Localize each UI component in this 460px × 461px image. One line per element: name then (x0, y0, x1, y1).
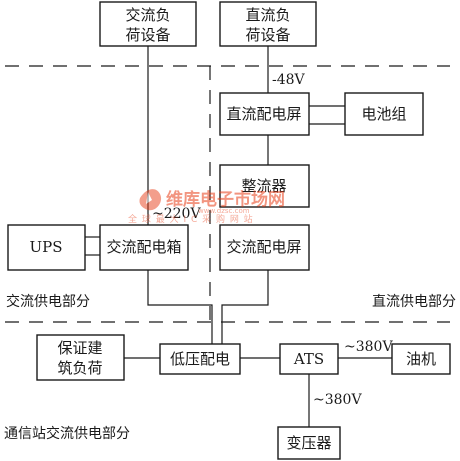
generator-text: 油机 (406, 350, 436, 368)
dc-load-text-1: 直流负 (245, 6, 290, 24)
dc-panel-text: 直流配电屏 (226, 105, 301, 123)
section-dividers (5, 65, 450, 323)
dc-load-text-2: 荷设备 (245, 26, 290, 44)
rectifier-box (219, 164, 310, 208)
battery-box (344, 92, 424, 136)
ups-box (7, 224, 86, 271)
section-labels: 交流供电部分 直流供电部分 通信站交流供电部分 (4, 293, 456, 442)
ac-dist-box (99, 224, 189, 271)
transformer-text: 变压器 (286, 434, 331, 452)
ats-text: ATS (293, 350, 324, 368)
ac-panel-to-lv-line (221, 270, 269, 345)
ac-load-text-1: 交流负 (125, 6, 170, 24)
ups-text: UPS (29, 238, 62, 256)
ac-dist-box-text: 交流配电箱 (106, 238, 181, 256)
rectifier-text: 整流器 (241, 177, 286, 195)
watermark-main: 维库电子市场网 (166, 189, 285, 210)
watermark: 维库电子市场网 全 球 最 大 I C 采 购 网 站 www.dzsc.com (128, 189, 285, 225)
lv-dist-box (159, 343, 241, 375)
ac-load-box (99, 1, 197, 47)
ac-voltage-label: ~220V (152, 206, 201, 222)
building-load-text-1: 保证建 (57, 339, 102, 357)
trans-voltage-label: ~380V (313, 392, 362, 408)
ac-supply-label: 交流供电部分 (6, 293, 90, 310)
battery-text: 电池组 (361, 105, 406, 123)
watermark-sub: 全 球 最 大 I C 采 购 网 站 (128, 213, 254, 225)
ats-box (279, 343, 339, 375)
gen-voltage-label: ~380V (344, 339, 393, 355)
building-load-text-2: 筑负荷 (57, 359, 102, 377)
building-load-box (36, 334, 125, 381)
ac-dist-panel-text: 交流配电屏 (226, 238, 301, 256)
ac-dist-panel-box (219, 224, 310, 271)
voltage-labels: -48V ~220V ~380V ~380V (152, 72, 393, 408)
box-labels: 交流负 荷设备 直流负 荷设备 直流配电屏 电池组 整流器 UPS 交流配电箱 … (29, 6, 436, 452)
generator-box (391, 343, 451, 375)
boxes (7, 1, 451, 460)
station-ac-label: 通信站交流供电部分 (4, 425, 130, 442)
ac-box-to-lv-line (147, 270, 213, 345)
ac-load-text-2: 荷设备 (125, 26, 170, 44)
dc-voltage-label: -48V (272, 72, 306, 88)
watermark-url: www.dzsc.com (198, 207, 250, 215)
dc-panel-box (219, 92, 310, 136)
dc-load-box (219, 1, 317, 47)
transformer-box (277, 426, 341, 460)
lv-dist-text: 低压配电 (170, 350, 230, 368)
watermark-logo-icon (139, 189, 162, 211)
dc-supply-label: 直流供电部分 (372, 293, 456, 310)
